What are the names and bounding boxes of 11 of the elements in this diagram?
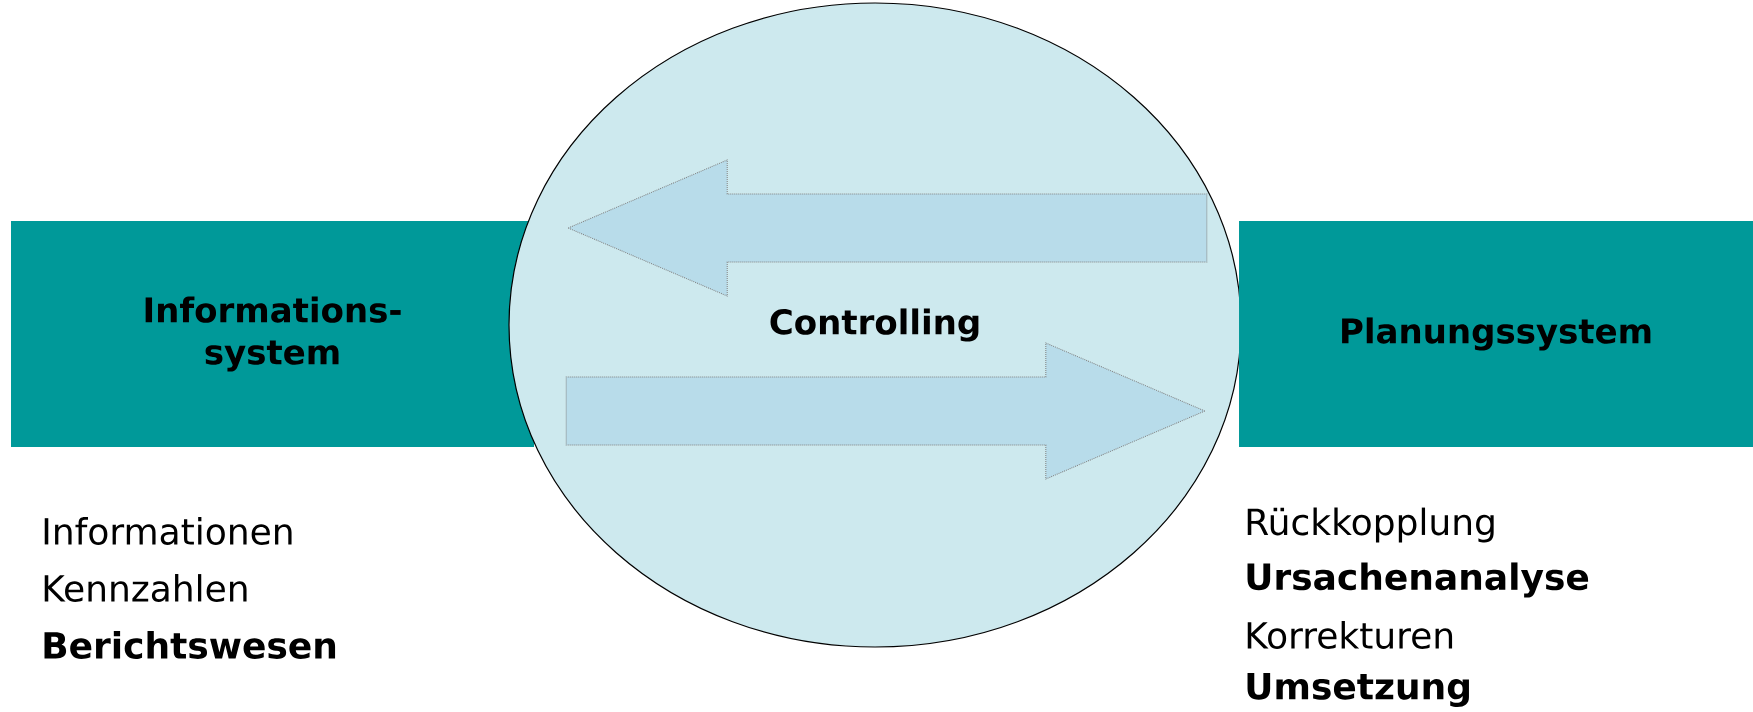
list-item: Rückkopplung [1247,507,1494,543]
list-item: Umsetzung [1247,673,1469,707]
list-item: Berichtswesen [44,631,336,659]
block-arrow [565,342,1206,480]
list-item: Ursachenanalyse [1247,562,1589,598]
list-item: Korrekturen [1247,621,1453,649]
list-item: Informationen [44,517,292,545]
band: Informations- system [11,221,534,447]
block-arrow [567,159,1208,297]
list-item: Kennzahlen [44,574,247,602]
band: Planungssystem [1239,221,1753,447]
